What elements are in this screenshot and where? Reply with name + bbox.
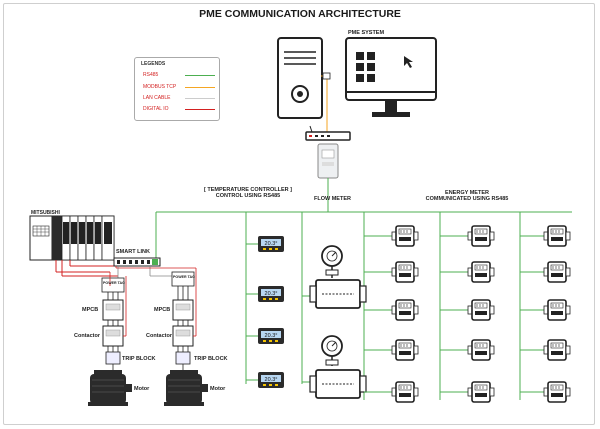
temperature-controller-icon: 20.3°: [246, 286, 284, 302]
temperature-controller-icon: 20.3°: [246, 236, 284, 252]
energy-meter-label: ENERGY METER COMMUNICATED USING RS485: [425, 190, 509, 203]
power-tag-label-left: POWER TAG: [103, 281, 125, 285]
motor-label-left: Motor: [134, 386, 150, 392]
legend-label: MODBUS TCP: [143, 84, 177, 90]
monitor-icon: [345, 37, 437, 117]
legend-line-digital-io: [185, 109, 215, 110]
energy-meter-icon: [364, 381, 419, 403]
energy-meter-icon: [440, 225, 495, 247]
energy-meter-icon: [520, 381, 571, 403]
energy-meter-icon: [440, 339, 495, 361]
energy-meter-icon: [440, 261, 495, 283]
lan-port-icon: [322, 72, 331, 80]
gateway-icon: [317, 143, 339, 179]
energy-meter-icon: [520, 299, 571, 321]
motor-icon: [164, 370, 208, 406]
legend-title: LEGENDS: [141, 61, 166, 67]
mpcb-label-left: MPCB: [82, 307, 99, 313]
flow-meter-icon: [302, 245, 367, 309]
temperature-controller-icon: 20.3°: [246, 328, 284, 344]
legend-label: DIGITAL IO: [143, 106, 169, 112]
trip-block-label-left: TRIP BLOCK: [122, 356, 156, 362]
power-tag-label-right: POWER TAG: [173, 275, 195, 279]
router-icon: [305, 125, 351, 141]
legend-item-rs485: RS485: [143, 72, 158, 78]
feeder-left: [101, 277, 125, 374]
energy-meter-icon: [364, 225, 419, 247]
legend-item-modbus: MODBUS TCP: [143, 84, 176, 90]
temp-reading: 20.3°: [265, 377, 278, 383]
motor-label-right: Motor: [210, 386, 226, 392]
legend-line-modbus: [185, 87, 215, 88]
energy-meter-icon: [520, 339, 571, 361]
legend-line-rs485: [185, 75, 215, 76]
diagram-title: PME COMMUNICATION ARCHITECTURE: [199, 8, 401, 20]
temp-reading: 20.3°: [265, 333, 278, 339]
flow-meter-icon: [302, 335, 367, 399]
contactor-label-left: Contactor: [74, 333, 100, 339]
energy-meter-icon: [520, 261, 571, 283]
legend-box: LEGENDS RS485 MODBUS TCP LAN CABLE DIGIT…: [134, 57, 220, 121]
legend-item-lan: LAN CABLE: [143, 95, 171, 101]
trip-block-label-right: TRIP BLOCK: [194, 356, 228, 362]
energy-meter-icon: [364, 261, 419, 283]
diagram-frame: [3, 3, 595, 425]
legend-item-digital-io: DIGITAL IO: [143, 106, 169, 112]
legend-line-lan: [185, 98, 215, 99]
plc-icon: [29, 215, 115, 261]
plc-brand-label: MITSUBISHI: [31, 210, 60, 216]
energy-meter-icon: [364, 339, 419, 361]
temp-reading: 20.3°: [265, 291, 278, 297]
energy-meter-icon: [364, 299, 419, 321]
energy-meter-icon: [440, 299, 495, 321]
pc-tower-icon: [277, 37, 323, 119]
energy-meter-group: [364, 225, 571, 403]
flow-meter-label: FLOW METER: [314, 196, 351, 202]
legend-label: RS485: [143, 72, 159, 78]
temp-reading: 20.3°: [265, 241, 278, 247]
temperature-controller-icon: 20.3°: [246, 372, 284, 388]
smart-link-icon: [113, 257, 161, 267]
energy-meter-icon: [440, 381, 495, 403]
mpcb-label-right: MPCB: [154, 307, 171, 313]
legend-label: LAN CABLE: [143, 95, 171, 101]
contactor-label-right: Contactor: [146, 333, 172, 339]
feeder-right: [171, 271, 195, 374]
temperature-controller-label: [ TEMPERATURE CONTROLLER ] CONTROL USING…: [204, 187, 292, 200]
smart-link-label: SMART LINK: [116, 249, 150, 255]
energy-meter-icon: [520, 225, 571, 247]
pme-system-label: PME SYSTEM: [348, 30, 385, 36]
motor-icon: [88, 370, 132, 406]
